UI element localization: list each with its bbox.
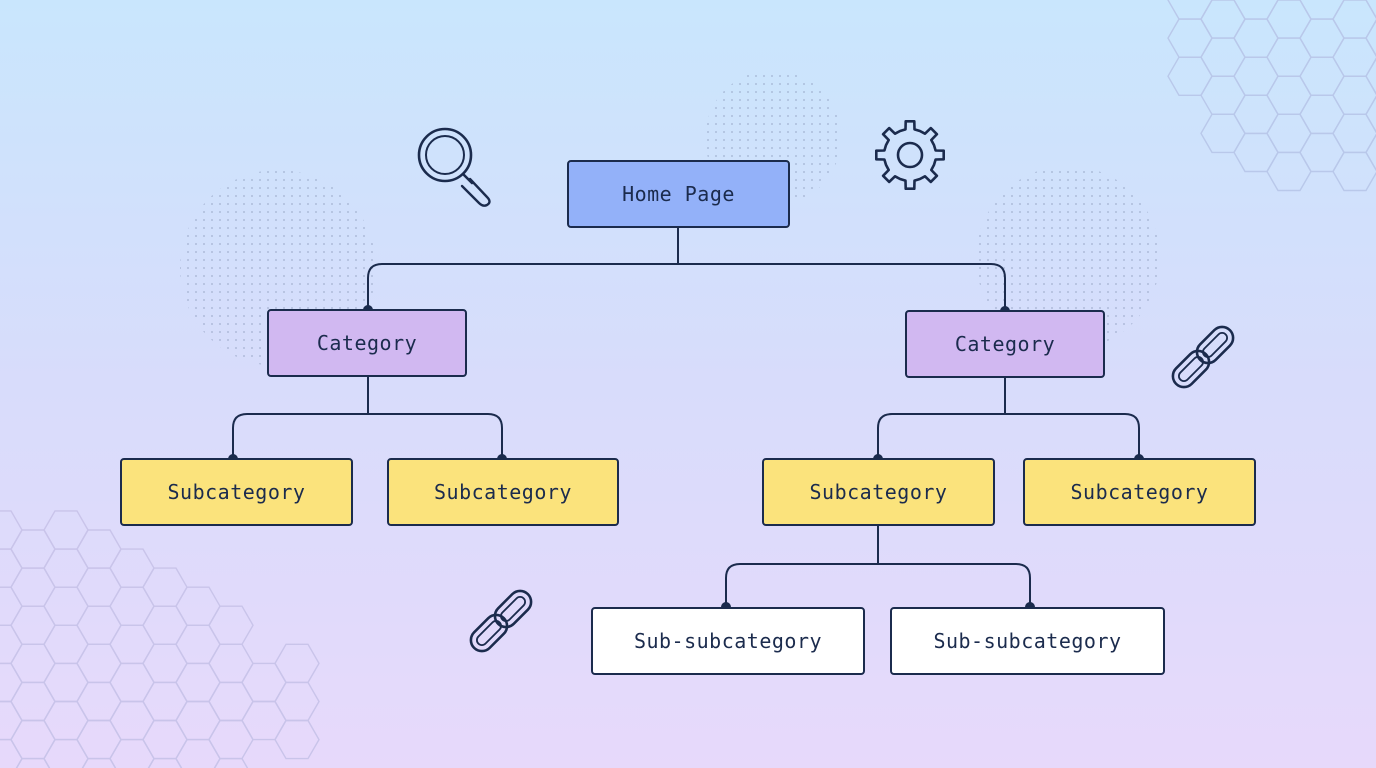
hexagon-decoration bbox=[1365, 95, 1376, 134]
node-subcategory-2[interactable]: Subcategory bbox=[387, 458, 619, 526]
node-sub-subcategory-2[interactable]: Sub-subcategory bbox=[890, 607, 1165, 675]
dot-circle-right bbox=[976, 166, 1160, 350]
connector-sub-subsubs bbox=[725, 526, 1031, 607]
hexagon-decoration bbox=[1365, 57, 1376, 95]
hexagon-decoration bbox=[213, 757, 249, 768]
hex-pattern-bottom-left bbox=[0, 510, 320, 768]
hexagon-decoration bbox=[1365, 19, 1376, 57]
hexagon-decoration bbox=[274, 719, 320, 760]
link-icon bbox=[1171, 325, 1235, 389]
node-subcategory-4[interactable]: Subcategory bbox=[1023, 458, 1256, 526]
gear-icon bbox=[875, 120, 945, 190]
hexagon-decoration bbox=[1365, 133, 1376, 172]
node-home-page[interactable]: Home Page bbox=[567, 160, 790, 228]
search-icon bbox=[417, 127, 491, 207]
node-category-right[interactable]: Category bbox=[905, 310, 1105, 378]
hex-pattern-top-right bbox=[1167, 0, 1376, 192]
link-icon bbox=[469, 589, 533, 653]
node-subcategory-3[interactable]: Subcategory bbox=[762, 458, 995, 526]
node-sub-subcategory-1[interactable]: Sub-subcategory bbox=[591, 607, 865, 675]
connector-home-categories bbox=[367, 228, 1006, 311]
node-subcategory-1[interactable]: Subcategory bbox=[120, 458, 353, 526]
node-category-left[interactable]: Category bbox=[267, 309, 467, 377]
connector-category-left-subs bbox=[232, 377, 503, 459]
connector-category-right-subs bbox=[877, 378, 1140, 459]
